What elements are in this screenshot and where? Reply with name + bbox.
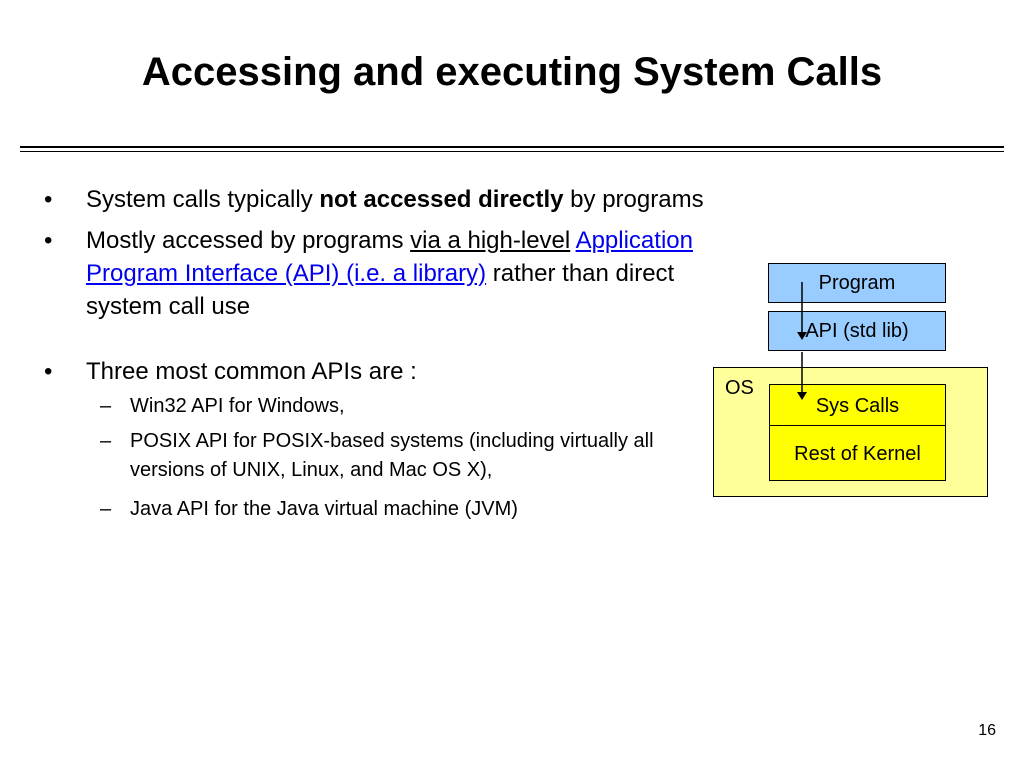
sub-bullet-marker: – <box>100 498 112 520</box>
os-label: OS <box>725 377 754 399</box>
bullet-text: System calls typically <box>86 186 320 213</box>
api-hyperlink[interactable]: Application Program Interface (API) (i.e… <box>86 227 693 287</box>
page-number: 16 <box>978 722 996 739</box>
sub-bullet-win32: – Win32 API for Windows, <box>86 392 704 421</box>
sub-bullet-posix: – POSIX API for POSIX-based systems (inc… <box>86 427 704 485</box>
sub-bullet-text: Win32 API for Windows, <box>130 395 345 417</box>
sub-bullet-text: Java API for the Java virtual machine (J… <box>130 498 518 520</box>
bullet-text: Three most common APIs are : <box>86 358 417 385</box>
bullet-accessed-via-api: • Mostly accessed by programs via a high… <box>44 224 704 323</box>
bullet-common-apis: • Three most common APIs are : <box>44 355 704 388</box>
bullet-list: • System calls typically not accessed di… <box>44 183 704 524</box>
syscalls-box: Sys Calls <box>769 384 946 426</box>
bullet-marker: • <box>44 358 53 385</box>
program-box: Program <box>768 263 946 303</box>
sub-bullet-java: – Java API for the Java virtual machine … <box>86 495 704 524</box>
slide-title: Accessing and executing System Calls <box>141 50 883 94</box>
rest-of-kernel-box: Rest of Kernel <box>769 425 946 481</box>
api-box: API (std lib) <box>768 311 946 351</box>
title-divider-thick <box>20 146 1004 148</box>
sub-bullet-text: POSIX API for POSIX-based systems (inclu… <box>130 430 654 481</box>
bullet-emphasis: not accessed directly <box>319 186 564 213</box>
bullet-text: by programs <box>563 186 704 213</box>
sub-bullet-marker: – <box>100 430 112 452</box>
title-divider-thin <box>20 151 1004 152</box>
sub-bullet-marker: – <box>100 395 112 417</box>
bullet-text: rather than direct system call use <box>86 260 675 320</box>
bullet-text: Mostly accessed by programs <box>86 227 411 254</box>
bullet-marker: • <box>44 227 53 254</box>
bullet-not-accessed-directly: • System calls typically not accessed di… <box>44 183 704 216</box>
api-sub-list: – Win32 API for Windows, – POSIX API for… <box>86 392 704 524</box>
bullet-underlined-text: via a high-level <box>410 227 571 254</box>
bullet-marker: • <box>44 186 53 213</box>
